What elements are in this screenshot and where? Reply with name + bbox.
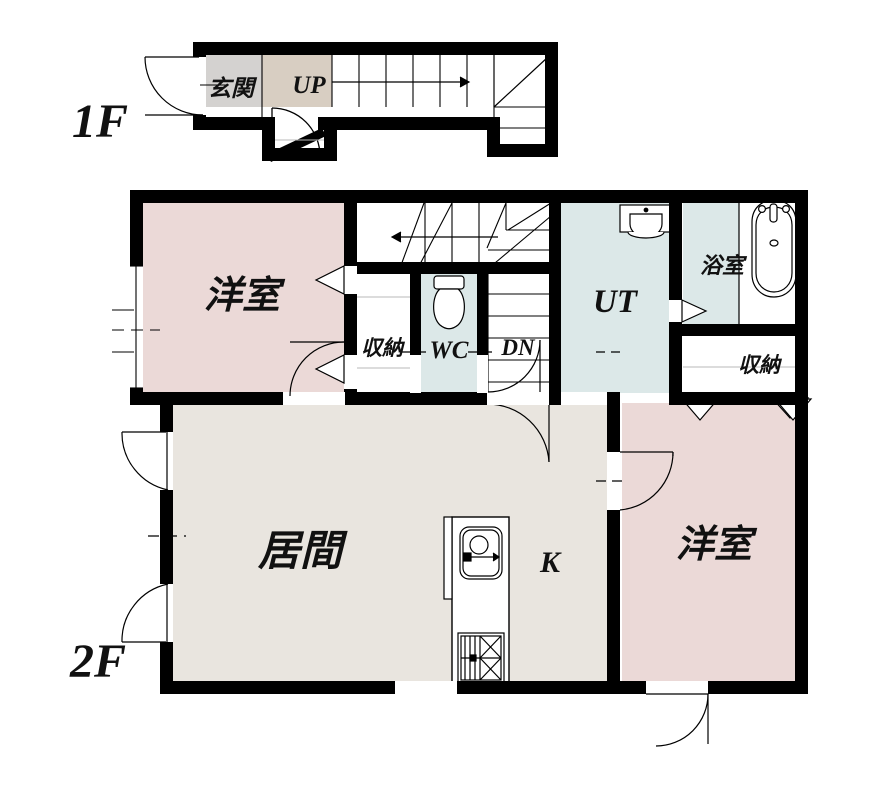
room-label-living: 居間	[257, 526, 348, 575]
room-label-up: UP	[292, 72, 326, 99]
up-arrow-icon	[332, 76, 471, 88]
closet-center-shelf-lines	[352, 296, 412, 369]
living-kitchen-fill	[172, 403, 612, 693]
floor-1-group: 玄関 UP 1F	[72, 42, 558, 162]
dn-arrow-icon	[390, 231, 498, 243]
stair-landing-fill	[356, 203, 551, 273]
bedroom-se-fill	[622, 403, 808, 693]
opening-ut-living	[561, 392, 607, 405]
genkan-door-swing-icon	[144, 56, 204, 116]
door-arrow-bedroom-nw-upper-icon	[314, 265, 345, 295]
room-label-bedroom-se: 洋室	[676, 522, 758, 566]
door-bedroom-nw-upper	[344, 266, 357, 294]
room-label-dn: DN	[500, 335, 536, 360]
1f-void-diagonal	[493, 56, 549, 108]
stair-run-fill	[332, 55, 550, 107]
door-stair-dn	[477, 355, 488, 393]
door-swing-bedroom-se-bottom-icon	[646, 693, 709, 747]
genkan-inner-door-icon	[271, 107, 321, 157]
room-label-kitchen: K	[539, 546, 562, 579]
2f-openings	[112, 265, 709, 747]
room-label-bedroom-nw: 洋室	[204, 273, 286, 317]
stair-dn-fill	[488, 272, 551, 393]
door-swing-stair-dn-icon	[402, 339, 626, 393]
door-swing-living-left-icons	[121, 431, 186, 643]
bedroom-nw-fill	[141, 203, 346, 393]
bathtub-icon	[738, 199, 797, 325]
floor-label-2f: 2F	[69, 635, 126, 688]
1f-stair-treads	[331, 55, 550, 150]
door-living-hall	[487, 392, 549, 405]
lavatory-icon	[619, 204, 673, 239]
opening-living-top	[283, 392, 345, 405]
1f-walls	[193, 42, 558, 161]
stove-icon	[457, 632, 505, 684]
room-label-genkan: 玄関	[208, 76, 258, 102]
door-bedroom-se-bottom	[646, 681, 708, 694]
door-wc	[410, 355, 421, 393]
closet-center-fill	[352, 272, 412, 393]
room-label-wc: WC	[430, 337, 469, 364]
sink-icon	[459, 526, 503, 580]
room-label-closet-east: 収納	[738, 353, 783, 377]
floor-2-group: 洋室 収納 WC DN UT 浴室 収納 居間 K 洋室 2F	[69, 190, 813, 747]
room-label-closet-center: 収納	[361, 336, 406, 360]
door-bathroom	[669, 300, 682, 322]
genkan-door-leaf	[267, 128, 326, 162]
kitchen-counter	[443, 516, 510, 694]
toilet-icon	[433, 275, 465, 330]
door-swing-living-hall-icon	[486, 403, 550, 463]
genkan-door-opening	[193, 57, 206, 115]
door-arrow-bathroom-icon	[681, 299, 708, 323]
door-bedroom-nw-lower	[344, 355, 357, 389]
door-swing-bedroom-se-left-icon	[596, 451, 674, 511]
floor-label-1f: 1F	[72, 95, 128, 148]
window-living-bottom	[395, 681, 457, 694]
room-label-ut: UT	[593, 284, 639, 320]
door-swing-bedroom-nw-lower-icon	[289, 341, 345, 397]
room-label-bathroom: 浴室	[700, 253, 748, 279]
